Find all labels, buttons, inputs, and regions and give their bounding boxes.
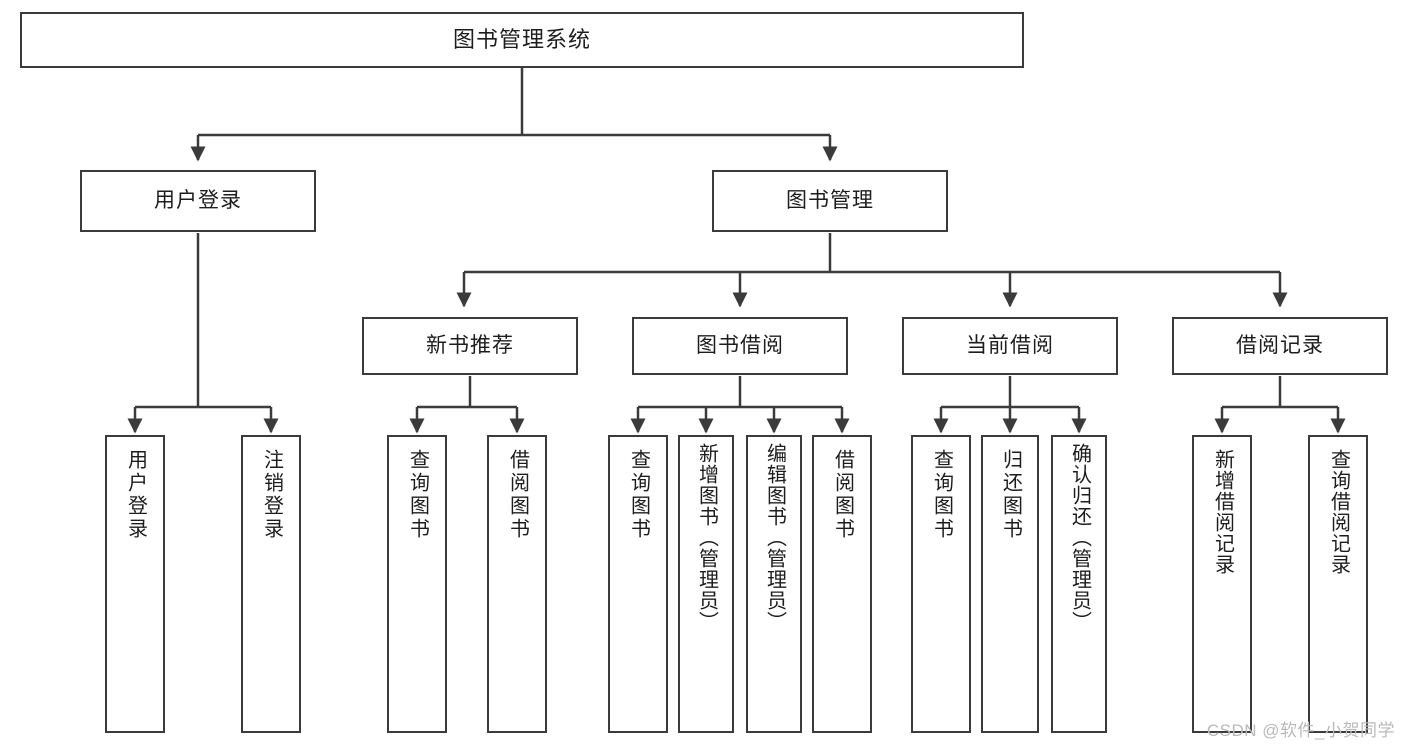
node-label: 编辑图书（管理员） bbox=[763, 443, 786, 632]
node-label: 图书管理 bbox=[786, 189, 874, 213]
node-label: 新书推荐 bbox=[426, 334, 514, 358]
node-book-management[interactable]: 图书管理 bbox=[712, 170, 948, 232]
leaf-return-book[interactable]: 归还图书 bbox=[981, 435, 1039, 733]
node-label: 新增图书（管理员） bbox=[695, 443, 718, 632]
node-label: 注销登录 bbox=[260, 449, 283, 541]
node-label: 确认归还（管理员） bbox=[1068, 443, 1091, 632]
leaf-borrow-book[interactable]: 借阅图书 bbox=[812, 435, 872, 733]
watermark-text: CSDN @软件_小贺同学 bbox=[1206, 721, 1395, 740]
node-user-login[interactable]: 用户登录 bbox=[80, 170, 316, 232]
node-book-borrow[interactable]: 图书借阅 bbox=[632, 317, 848, 375]
node-current-borrow[interactable]: 当前借阅 bbox=[902, 317, 1118, 375]
leaf-borrow-book-recommend[interactable]: 借阅图书 bbox=[487, 435, 547, 733]
node-label: 查询图书 bbox=[930, 449, 953, 541]
node-label: 借阅图书 bbox=[506, 449, 529, 541]
leaf-add-borrow-record[interactable]: 新增借阅记录 bbox=[1192, 435, 1252, 733]
leaf-edit-book-admin[interactable]: 编辑图书（管理员） bbox=[746, 435, 802, 733]
node-new-book-recommend[interactable]: 新书推荐 bbox=[362, 317, 578, 375]
leaf-add-book-admin[interactable]: 新增图书（管理员） bbox=[678, 435, 734, 733]
node-label: 借阅图书 bbox=[831, 449, 854, 541]
node-label: 查询图书 bbox=[627, 449, 650, 541]
leaf-user-logout[interactable]: 注销登录 bbox=[241, 435, 301, 733]
node-label: 借阅记录 bbox=[1236, 334, 1324, 358]
leaf-confirm-return-admin[interactable]: 确认归还（管理员） bbox=[1051, 435, 1107, 733]
node-label: 用户登录 bbox=[124, 449, 147, 541]
node-borrow-records[interactable]: 借阅记录 bbox=[1172, 317, 1388, 375]
node-label: 新增借阅记录 bbox=[1211, 449, 1234, 575]
node-root-book-management-system[interactable]: 图书管理系统 bbox=[20, 12, 1024, 68]
node-label: 当前借阅 bbox=[966, 334, 1054, 358]
node-label: 图书管理系统 bbox=[452, 26, 591, 52]
node-label: 查询图书 bbox=[406, 449, 429, 541]
node-label: 图书借阅 bbox=[696, 334, 784, 358]
leaf-query-borrow-record[interactable]: 查询借阅记录 bbox=[1308, 435, 1368, 733]
node-label: 查询借阅记录 bbox=[1327, 449, 1350, 575]
leaf-query-book-recommend[interactable]: 查询图书 bbox=[387, 435, 447, 733]
leaf-user-login[interactable]: 用户登录 bbox=[105, 435, 165, 733]
leaf-query-book-current[interactable]: 查询图书 bbox=[911, 435, 971, 733]
node-label: 用户登录 bbox=[154, 189, 242, 213]
node-label: 归还图书 bbox=[999, 449, 1022, 541]
leaf-query-book-borrow[interactable]: 查询图书 bbox=[608, 435, 668, 733]
